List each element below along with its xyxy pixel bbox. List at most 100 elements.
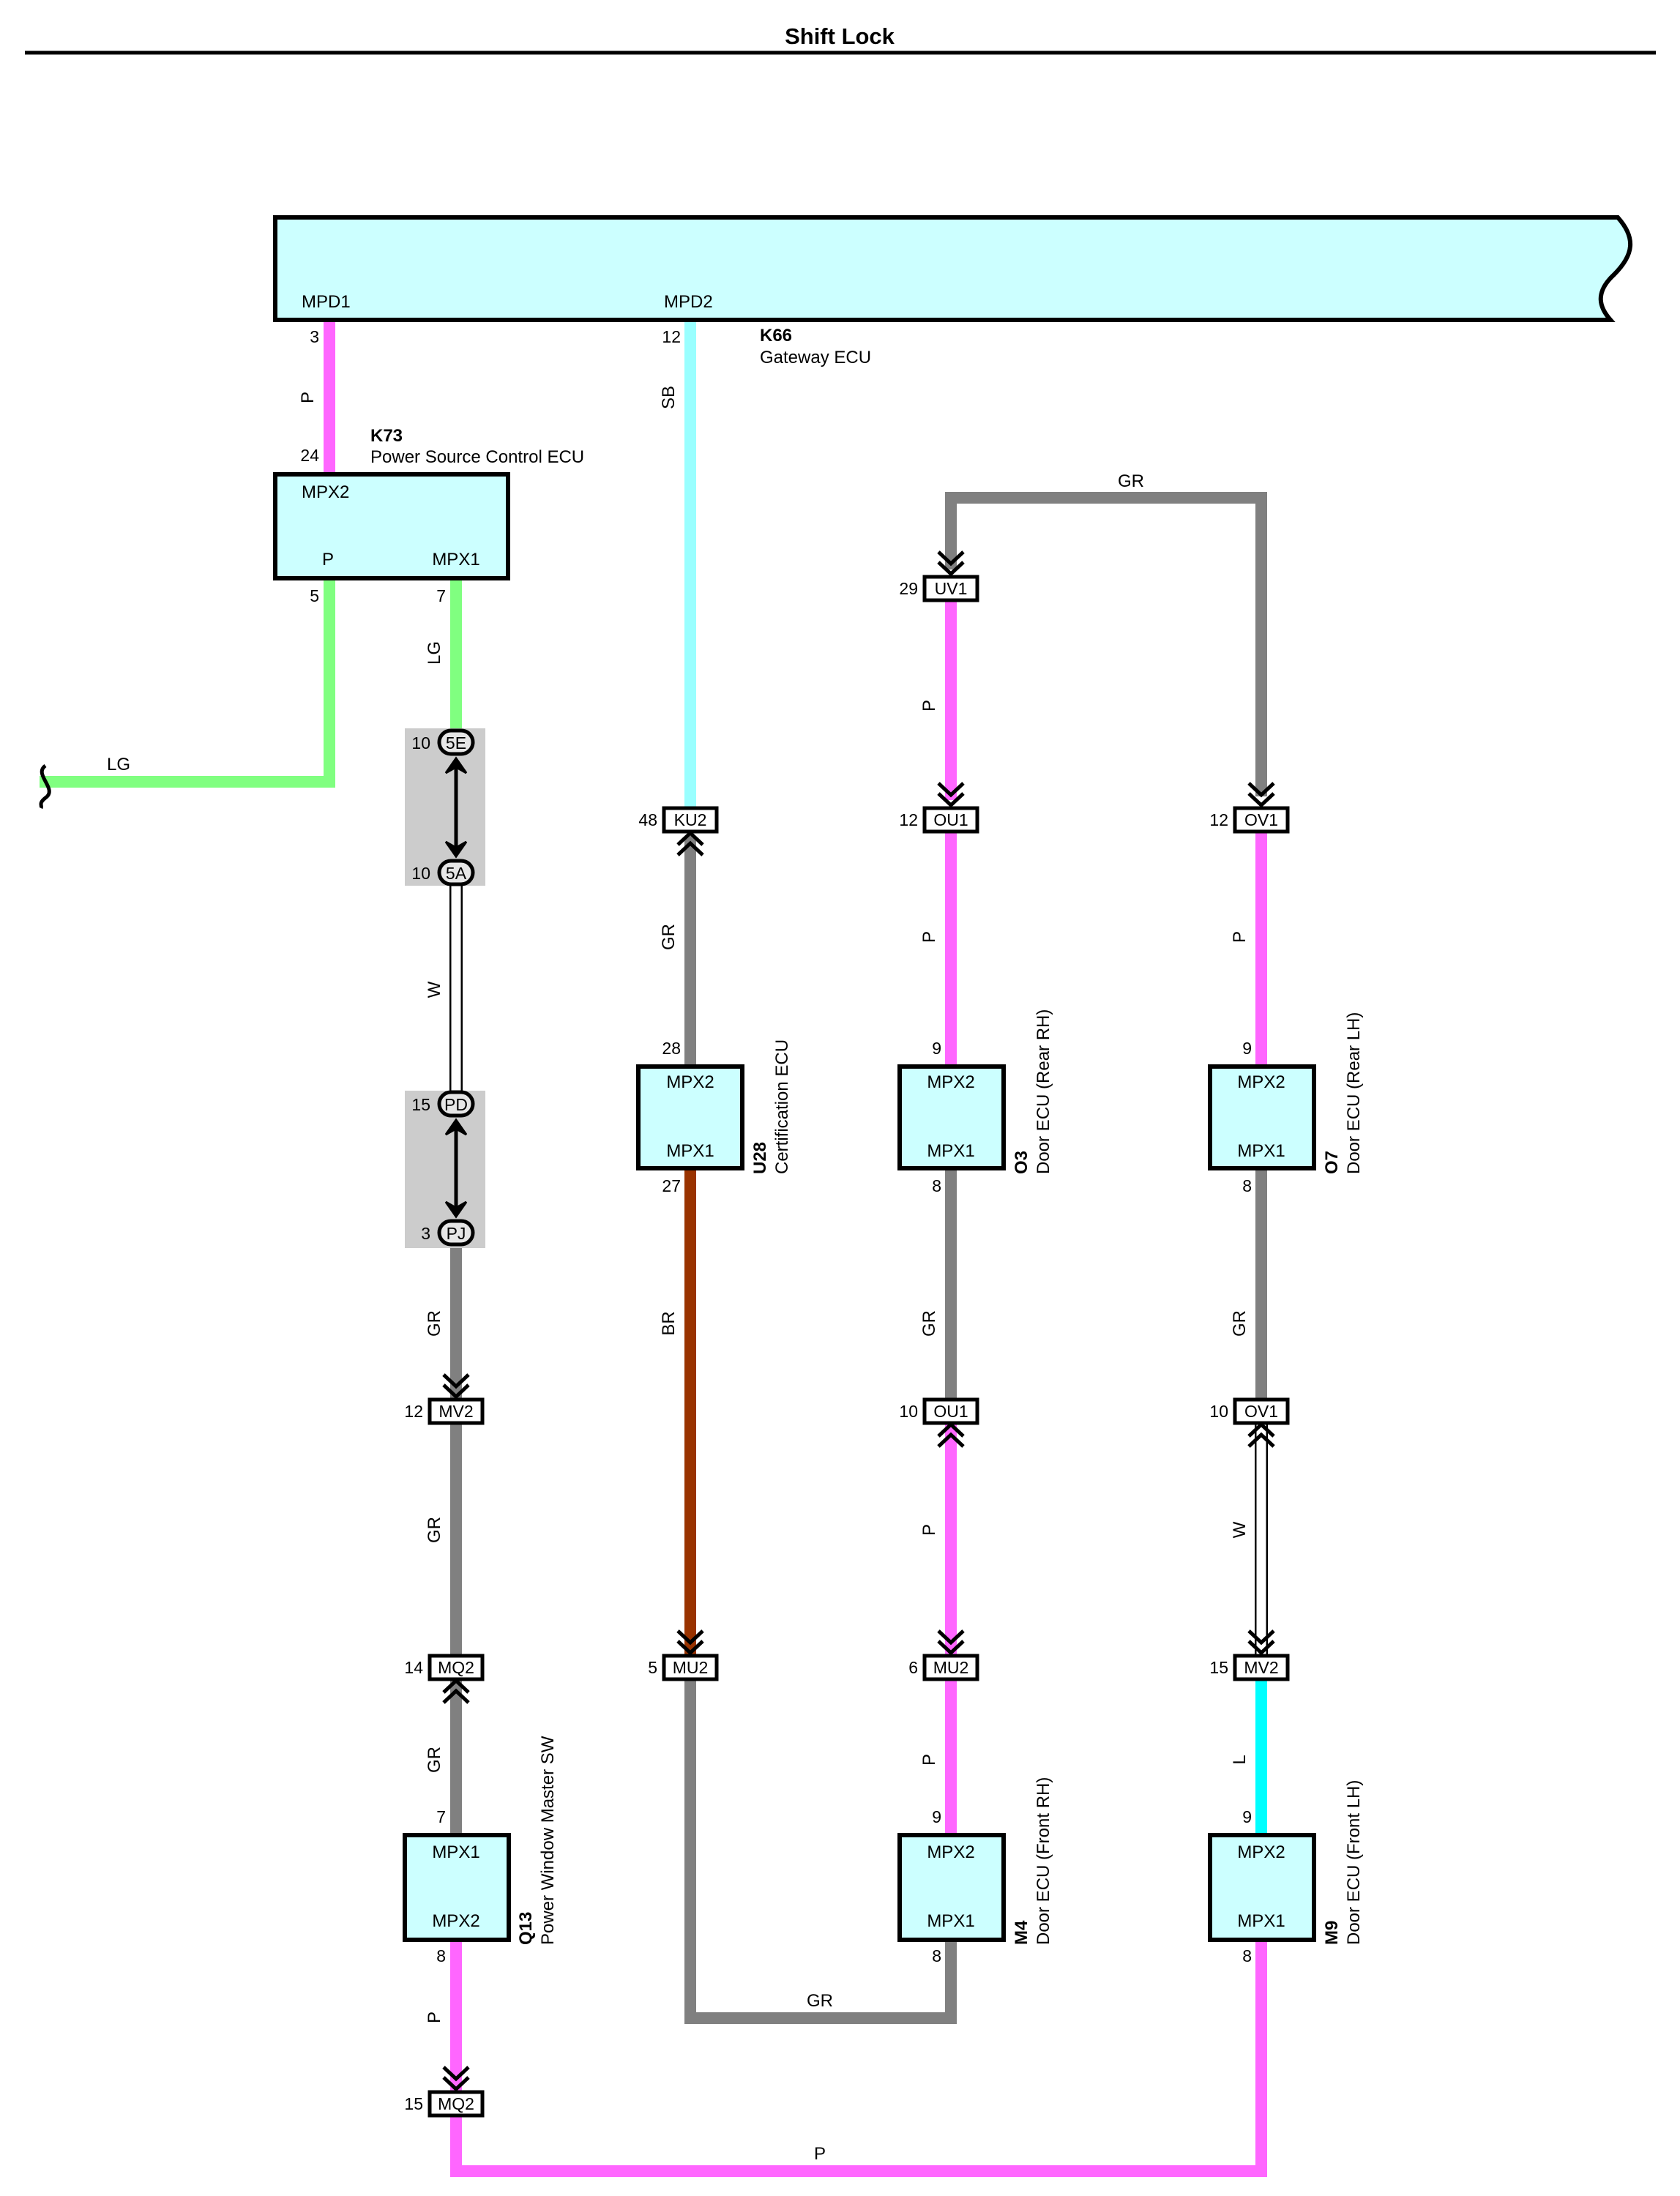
connector-ou1-upper-pin: 12 (899, 810, 918, 829)
connector-ov1-upper (1233, 806, 1290, 834)
m4-name: Door ECU (Front RH) (1034, 1777, 1053, 1945)
connector-mu2-right-pin: 6 (908, 1658, 918, 1677)
m9-name: Door ECU (Front LH) (1344, 1780, 1364, 1945)
k66-terminal-mpd1: MPD1 (302, 292, 351, 312)
chevron-ku2 (676, 830, 704, 856)
wire-label-ov1-mv2: W (1230, 1521, 1250, 1538)
connector-ku2-id: KU2 (674, 810, 707, 829)
m4-code: M4 (1012, 1920, 1031, 1945)
q13-pin-top: 7 (436, 1807, 446, 1826)
connector-5a (437, 859, 475, 886)
connector-mq2-lower-pin: 15 (404, 2094, 423, 2113)
connector-mq2-upper-pin: 14 (404, 1658, 423, 1677)
certification-ecu-box (636, 1064, 744, 1170)
power-source-ecu-box (273, 472, 510, 580)
connector-ov1-upper-pin: 12 (1209, 810, 1228, 829)
door-ecu-front-lh-box (1208, 1833, 1316, 1942)
o3-terminal-top: MPX2 (927, 1072, 974, 1092)
connector-uv1-id: UV1 (935, 579, 968, 598)
chevron-mu2-right (937, 1629, 965, 1656)
connector-5e (437, 728, 475, 756)
u28-pin-top: 28 (662, 1039, 681, 1058)
connector-mu2-right (922, 1654, 979, 1681)
u28-terminal-bottom: MPX1 (666, 1141, 714, 1161)
connector-pj-pin: 3 (421, 1224, 430, 1243)
o7-pin-bottom: 8 (1242, 1176, 1252, 1195)
k66-pin-mpd1: 3 (310, 327, 319, 346)
o7-terminal-bottom: MPX1 (1237, 1141, 1285, 1161)
m4-pin-top: 9 (932, 1807, 941, 1826)
wire-label-mq2-q13: GR (425, 1747, 444, 1773)
connector-mv2-right-id: MV2 (1244, 1658, 1278, 1677)
wire-label-k66-k73: P (298, 392, 318, 403)
q13-code: Q13 (516, 1912, 536, 1945)
u28-name: Certification ECU (772, 1039, 792, 1174)
chevron-mv2-right (1247, 1629, 1275, 1656)
connector-mv2-right (1233, 1654, 1290, 1681)
wire-label-ou1-mu2: P (919, 1524, 939, 1536)
connector-ov1-upper-id: OV1 (1244, 810, 1278, 829)
k73-terminal-mpx2: MPX2 (302, 482, 349, 502)
o3-code: O3 (1012, 1151, 1031, 1174)
m9-terminal-bottom: MPX1 (1237, 1911, 1285, 1931)
chevron-ou1-upper (937, 782, 965, 808)
junction-arrow-pd-pj (444, 1118, 468, 1219)
wire-bottom-p (450, 1934, 1267, 2177)
o7-name: Door ECU (Rear LH) (1344, 1012, 1364, 1174)
wire-label-k73-p-out: LG (107, 755, 130, 774)
o3-name: Door ECU (Rear RH) (1034, 1009, 1053, 1174)
junction-arrow-5e-5a (444, 756, 468, 859)
k66-code: K66 (760, 326, 792, 346)
connector-mu2-right-id: MU2 (933, 1658, 969, 1677)
m4-terminal-bottom: MPX1 (927, 1911, 974, 1931)
connector-mq2-upper-id: MQ2 (438, 1658, 474, 1677)
connector-ku2-pin: 48 (638, 810, 657, 829)
wire-label-u28-mu2: BR (659, 1311, 679, 1335)
connector-pd-pin: 15 (411, 1095, 430, 1114)
gateway-ecu-box (273, 215, 1632, 322)
connector-mu2-mid-id: MU2 (673, 1658, 709, 1677)
u28-terminal-top: MPX2 (666, 1072, 714, 1092)
k66-pin-mpd2: 12 (662, 327, 681, 346)
wire-label-ov1-o7: P (1230, 931, 1250, 943)
wire-label-q13-mq2: P (425, 2012, 444, 2023)
connector-ou1-upper (922, 806, 979, 834)
connector-mv2-left-pin: 12 (404, 1402, 423, 1421)
wire-k73-p-out (40, 572, 335, 788)
door-ecu-front-rh-box (897, 1833, 1006, 1942)
q13-name: Power Window Master SW (538, 1736, 558, 1945)
connector-5a-pin: 10 (411, 864, 430, 883)
k73-name: Power Source Control ECU (370, 447, 584, 467)
m9-terminal-top: MPX2 (1237, 1842, 1285, 1862)
chevron-ou1-lower (937, 1422, 965, 1448)
connector-mu2-mid-pin: 5 (648, 1658, 657, 1677)
k73-terminal-p: P (322, 550, 334, 569)
page-title: Shift Lock (785, 23, 895, 49)
connector-mq2-upper (428, 1654, 485, 1681)
m9-pin-top: 9 (1242, 1807, 1252, 1826)
q13-pin-bottom: 8 (436, 1946, 446, 1965)
m9-code: M9 (1322, 1921, 1342, 1945)
m4-pin-bottom: 8 (932, 1946, 941, 1965)
connector-pd (437, 1090, 475, 1118)
chevron-mu2-mid (676, 1629, 704, 1656)
connector-pd-id: PD (444, 1095, 468, 1114)
o7-terminal-top: MPX2 (1237, 1072, 1285, 1092)
wire-top-gr (945, 492, 1267, 796)
o3-pin-bottom: 8 (932, 1176, 941, 1195)
o3-pin-top: 9 (932, 1039, 941, 1058)
k73-code: K73 (370, 426, 403, 446)
wire-bottom-gr (684, 1672, 957, 2024)
connector-mv2-right-pin: 15 (1209, 1658, 1228, 1677)
wire-label-ku2-u28: GR (659, 924, 679, 950)
power-window-master-sw-box (403, 1833, 511, 1942)
q13-terminal-bottom: MPX2 (432, 1911, 479, 1931)
connector-5e-id: 5E (446, 733, 466, 752)
connector-uv1 (922, 575, 979, 602)
connector-mq2-lower (428, 2090, 485, 2118)
connector-uv1-pin: 29 (899, 579, 918, 598)
wire-label-k73-to-5e: LG (425, 641, 444, 665)
wire-label-k66-ku2: SB (659, 386, 679, 409)
wire-label-pj-mv2: GR (425, 1310, 444, 1337)
door-ecu-rear-lh-box (1208, 1064, 1316, 1170)
